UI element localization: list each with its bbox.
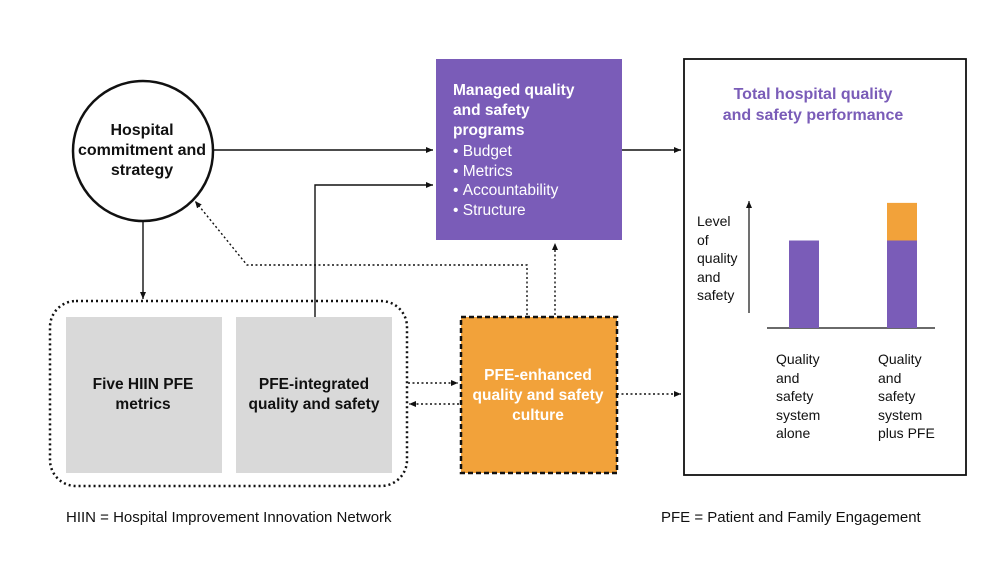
hiin-metrics-box	[66, 317, 222, 473]
program-item-structure: Structure	[453, 201, 558, 221]
performance-panel-title: Total hospital quality and safety perfor…	[722, 86, 904, 124]
managed-programs-title: Managed quality and safety programs	[453, 82, 575, 139]
chart-y-label: Level of quality and safety	[697, 213, 738, 303]
bar-system-plus-pfe-segment-0	[887, 240, 917, 328]
program-item-accountability: Accountability	[453, 181, 559, 201]
program-item-budget: Budget	[453, 142, 558, 162]
program-item-metrics: Metrics	[453, 162, 558, 182]
pfe-culture-label: PFE-enhanced quality and safety culture	[472, 367, 604, 424]
pfe-integrated-label: PFE-integrated quality and safety	[248, 376, 380, 413]
pfe-culture-box	[459, 315, 619, 475]
bar-label-system-plus-pfe: Quality and safety system plus PFE	[878, 351, 935, 441]
footnote-hiin: HIIN = Hospital Improvement Innovation N…	[66, 509, 392, 526]
managed-programs-list: Budget Metrics Accountability Structure	[453, 142, 559, 221]
pfe-integrated-box	[236, 317, 392, 473]
bar-system-alone-segment-0	[789, 240, 819, 328]
performance-panel	[683, 58, 967, 476]
arrow-integrated-to-programs	[314, 182, 433, 317]
hiin-metrics-label: Five HIIN PFE metrics	[92, 376, 194, 413]
bar-system-plus-pfe-segment-1	[887, 202, 917, 241]
arrow-culture-to-commitment	[194, 200, 528, 315]
hiin-group-outline	[48, 299, 409, 488]
managed-programs-content: Managed quality and safety programs Budg…	[436, 59, 622, 240]
footnote-pfe: PFE = Patient and Family Engagement	[661, 509, 921, 526]
chart-bars	[789, 202, 917, 328]
hospital-commitment-label: Hospital commitment and strategy	[78, 122, 207, 179]
bar-label-system-alone: Quality and safety system alone	[776, 351, 821, 441]
